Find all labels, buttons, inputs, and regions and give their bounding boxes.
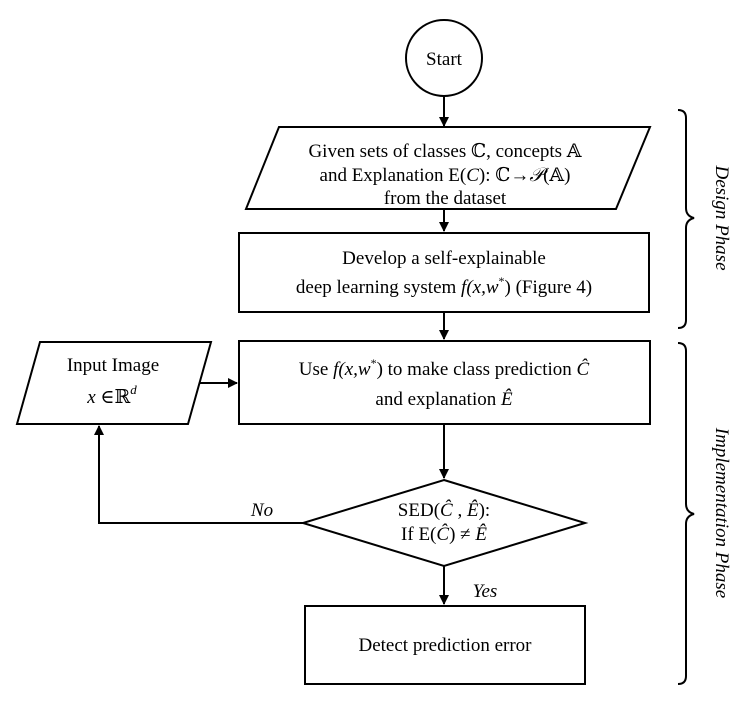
- design-phase-label: Design Phase: [711, 164, 732, 270]
- use-line-2: and explanation Ê: [375, 388, 513, 410]
- input-line-1: Input Image: [67, 355, 159, 376]
- start-node: Start: [405, 19, 483, 97]
- no-label: No: [250, 500, 273, 521]
- sed-decision-node: SED(Ĉ , Ê): If E(Ĉ) ≠ Ê: [299, 478, 589, 568]
- given-line-2: and Explanation E(C): ℂ→𝒫(𝔸): [320, 165, 571, 186]
- edge-no-to-input: [94, 425, 303, 524]
- yes-label: Yes: [473, 581, 498, 602]
- given-line-3: from the dataset: [384, 188, 507, 209]
- implementation-phase-label: Implementation Phase: [711, 427, 732, 598]
- start-label: Start: [426, 49, 463, 70]
- given-line-1: Given sets of classes ℂ, concepts 𝔸: [308, 141, 581, 162]
- input-line-2: x ∈ℝd: [86, 382, 137, 408]
- given-sets-node: Given sets of classes ℂ, concepts 𝔸 and …: [244, 126, 652, 210]
- decision-line-1: SED(Ĉ , Ê):: [398, 499, 490, 521]
- use-line-1: Use f(x,w*) to make class prediction Ĉ: [299, 356, 590, 380]
- design-phase-bracket: [677, 109, 695, 329]
- use-model-node: Use f(x,w*) to make class prediction Ĉ a…: [238, 340, 651, 425]
- decision-line-2: If E(Ĉ) ≠ Ê: [401, 523, 487, 545]
- develop-line-1: Develop a self-explainable: [342, 248, 546, 269]
- input-image-node: Input Image x ∈ℝd: [15, 341, 213, 425]
- develop-node: Develop a self-explainable deep learning…: [238, 232, 650, 313]
- implementation-phase-bracket: [677, 342, 695, 685]
- detect-label: Detect prediction error: [358, 635, 532, 656]
- develop-line-2: deep learning system f(x,w*) (Figure 4): [296, 274, 592, 298]
- detect-error-node: Detect prediction error: [304, 605, 586, 685]
